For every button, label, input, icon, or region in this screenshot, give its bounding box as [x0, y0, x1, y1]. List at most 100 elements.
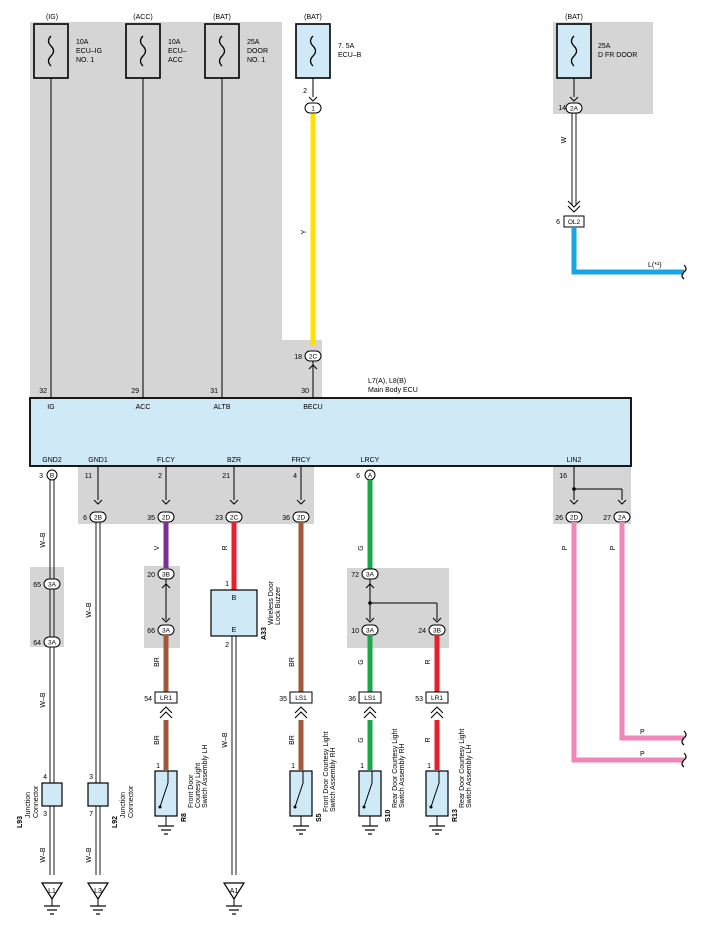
ecu-terminal-label: FLCY [157, 457, 175, 464]
pin-number: 23 [215, 515, 223, 522]
pin-number: 26 [555, 515, 563, 522]
pin-number: 30 [301, 388, 309, 395]
ecu-terminal-label: BZR [227, 457, 241, 464]
component-name-2: Connector [128, 785, 135, 818]
fuse-source: (BAT) [213, 14, 231, 21]
pin-number: 36 [348, 696, 356, 703]
pin-number: 3 [43, 811, 47, 818]
pin-number: 2 [225, 642, 229, 649]
pin-number: 6 [83, 515, 87, 522]
wire-pink [571, 522, 684, 763]
wire-color-label: W–B [86, 847, 93, 863]
fuse-icon [309, 35, 317, 67]
fuse-name-2: NO. 1 [76, 57, 94, 64]
wire-color-label: BR [289, 735, 296, 745]
fuse-amps: 25A [247, 39, 260, 46]
wire-color-label: P [640, 751, 645, 758]
component-name: Rear Door Courtesy Light [459, 729, 466, 808]
lrcy-circuit: G 3A 72 3A 10 3B 24 G LS1 36 G 1 [348, 480, 473, 835]
pin-number: 54 [144, 696, 152, 703]
pin-number: 4 [43, 774, 47, 781]
pin-number: 35 [279, 696, 287, 703]
pin-number: 32 [39, 388, 47, 395]
fuse-icon [139, 35, 147, 67]
wire-color-label: R [222, 545, 229, 550]
connector-label: 3A [366, 572, 375, 579]
ecu-code: L7(A), L8(B) [368, 378, 406, 385]
component-code: R8 [181, 813, 188, 822]
pin-number: 35 [147, 515, 155, 522]
wire-break-icon [681, 730, 687, 746]
component-name-2: Switch Assembly RH [399, 743, 406, 808]
wire-color-label: W–B [40, 692, 47, 708]
junction-connector-l93 [41, 782, 63, 807]
wire-break-icon [681, 752, 687, 768]
fuse-icon [218, 35, 226, 67]
component-code: L92 [112, 816, 119, 828]
wire-color-label: R [425, 737, 432, 742]
component-name-2: Switch Assembly RH [330, 747, 337, 812]
pin-number: 11 [85, 473, 92, 480]
wire-color-label: W–B [222, 732, 229, 748]
pin-number: 16 [559, 473, 567, 480]
pin-number: 3 [89, 774, 93, 781]
ground-label: A1 [230, 888, 239, 895]
switch-icon [294, 782, 304, 808]
connector-label: 2B [94, 515, 102, 522]
pin-number: 36 [282, 515, 290, 522]
fuse-name: DOOR [247, 48, 268, 55]
wire-color-label: G [358, 545, 365, 550]
connector-1 [304, 102, 322, 114]
frcy-circuit: 2D 36 BR LS1 35 BR 1 S5 Front Door Court… [279, 466, 337, 835]
component-name-2: Lock Buzzer [275, 586, 282, 625]
switch-r8 [154, 770, 178, 817]
wire-color-label: W–B [40, 532, 47, 548]
pin-number: 3 [39, 473, 43, 480]
component-name: Junction [120, 792, 127, 818]
connector-label: 2C [230, 515, 239, 522]
fuse-name: ECU– [168, 48, 187, 55]
component-name-2: Connector [33, 785, 40, 818]
switch-icon [430, 782, 440, 808]
component-code: L93 [17, 816, 24, 828]
pin-number: 6 [356, 473, 360, 480]
component-code: S5 [316, 813, 323, 822]
junction-connector-l92 [87, 782, 109, 807]
wire-pink-2 [619, 522, 684, 741]
connector-label: 3A [48, 582, 57, 589]
connector-label: 3B [433, 628, 441, 635]
terminal-label: B [232, 595, 237, 602]
wire-color-label: P [640, 729, 645, 736]
fuse-name-2: NO. 1 [247, 57, 265, 64]
pin-number: 4 [293, 473, 297, 480]
connector-label: 2D [162, 515, 171, 522]
connector-label: 1 [311, 106, 315, 113]
switch-r13 [425, 770, 449, 817]
pin-number: 1 [156, 763, 160, 770]
upper-shade-ecu-b [282, 340, 322, 398]
connector-label: LR1 [160, 695, 172, 702]
ground-label: L3 [94, 888, 102, 895]
wire-color-label: R [425, 659, 432, 664]
fuse-amps: 10A [168, 39, 181, 46]
component-name: Rear Door Courtesy Light [392, 729, 399, 808]
wire-color-label: V [154, 545, 161, 550]
pin-number: 1 [225, 581, 229, 588]
connector-label: 3A [366, 628, 375, 635]
fuse-icon [47, 35, 55, 67]
wire-color-label: BR [154, 735, 161, 745]
gnd2-circuit: W–B 3A 65 3A 64 W–B 4 3 W–B L93 Junction… [17, 480, 64, 915]
component-code: A33 [261, 627, 268, 640]
connector-label: B [50, 473, 54, 480]
pin-number: 6 [556, 219, 560, 226]
connector-2a [565, 102, 583, 114]
fuse-name-2: ACC [168, 57, 183, 64]
fuse-source: (BAT) [565, 14, 583, 21]
pin-number: 66 [147, 628, 155, 635]
fuse-amps: 25A [598, 43, 611, 50]
pin-number: 21 [222, 473, 230, 480]
wireless-door-lock-buzzer [210, 589, 258, 637]
connector-label: OL2 [568, 219, 581, 226]
pin-number: 20 [147, 572, 155, 579]
